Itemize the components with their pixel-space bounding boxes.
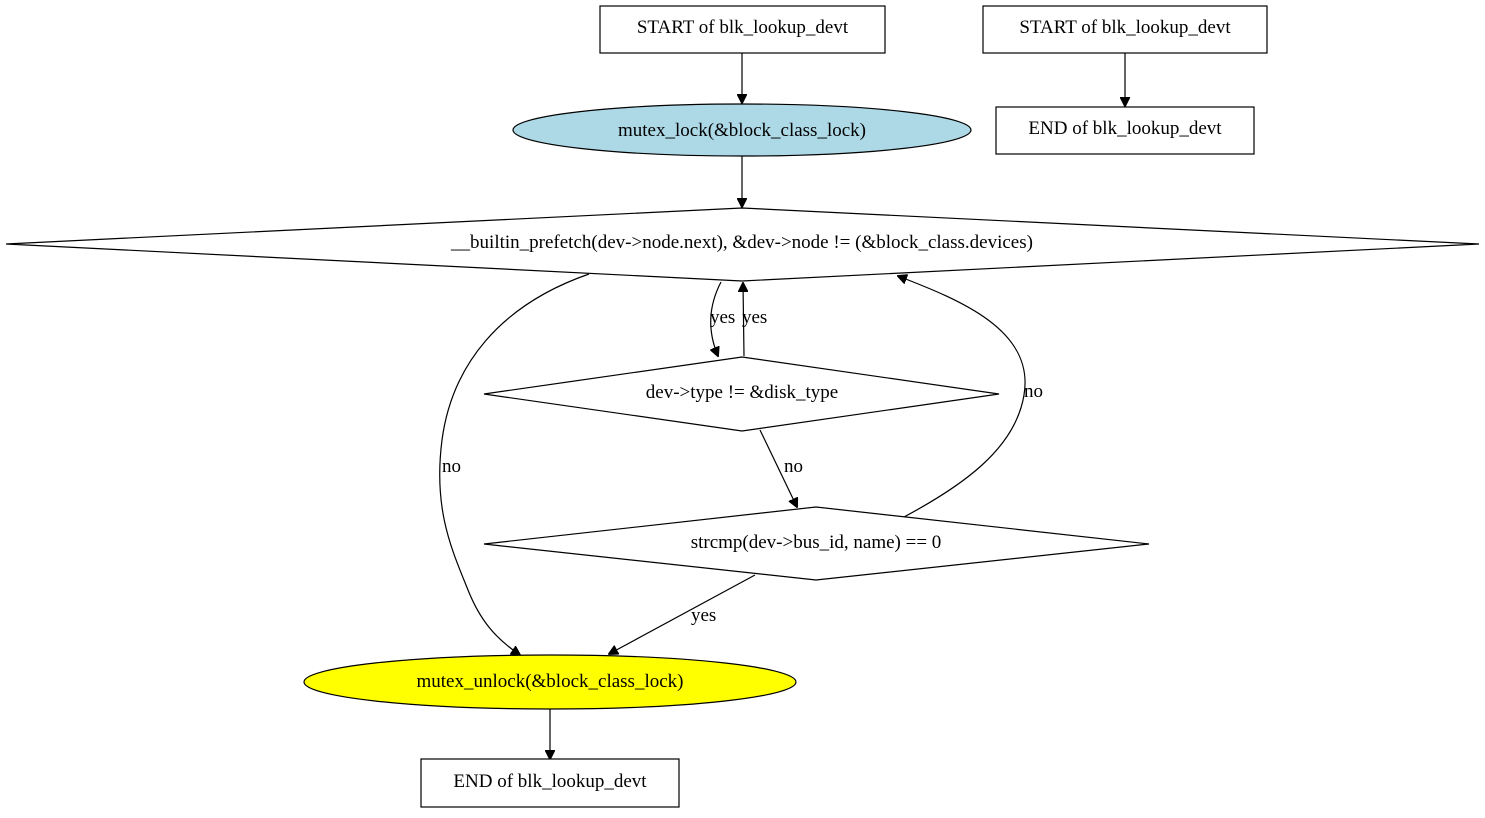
- edges: [439, 53, 1125, 759]
- node-mutex-lock-label: mutex_lock(&block_class_lock): [618, 120, 866, 141]
- edge-type-to-loop-yes: [743, 283, 744, 357]
- edge-type-to-strcmp-no: [759, 429, 797, 507]
- node-end-alt-label: END of blk_lookup_devt: [1028, 118, 1222, 139]
- edge-label-loop-no: no: [442, 456, 461, 477]
- node-mutex-unlock: mutex_unlock(&block_class_lock): [303, 654, 797, 710]
- node-type-check: dev->type != &disk_type: [483, 356, 1000, 432]
- node-loop-condition-label: __builtin_prefetch(dev->node.next), &dev…: [450, 232, 1033, 253]
- node-end-main: END of blk_lookup_devt: [420, 758, 680, 808]
- node-start-alt-label: START of blk_lookup_devt: [1019, 17, 1231, 38]
- edge-strcmp-to-loop-no: [898, 276, 1026, 518]
- edge-loop-to-unlock-no: [439, 273, 590, 655]
- node-start-main-label: START of blk_lookup_devt: [637, 17, 849, 38]
- edge-label-type-yes: yes: [742, 307, 767, 328]
- node-end-main-label: END of blk_lookup_devt: [453, 771, 647, 792]
- edge-label-type-no: no: [784, 456, 803, 477]
- edge-strcmp-to-unlock-yes: [609, 574, 756, 654]
- edge-labels: yes yes no no no yes: [442, 307, 1043, 626]
- node-start-alt: START of blk_lookup_devt: [982, 5, 1268, 54]
- edge-loop-to-type-yes: [711, 281, 722, 356]
- edge-label-loop-yes: yes: [710, 307, 735, 328]
- node-end-alt: END of blk_lookup_devt: [995, 106, 1255, 155]
- node-type-check-label: dev->type != &disk_type: [646, 382, 838, 403]
- node-loop-condition: __builtin_prefetch(dev->node.next), &dev…: [5, 207, 1480, 282]
- node-strcmp-check: strcmp(dev->bus_id, name) == 0: [483, 506, 1150, 581]
- edge-label-strcmp-yes: yes: [691, 605, 716, 626]
- node-strcmp-check-label: strcmp(dev->bus_id, name) == 0: [691, 532, 942, 553]
- node-mutex-lock: mutex_lock(&block_class_lock): [512, 103, 972, 157]
- node-mutex-unlock-label: mutex_unlock(&block_class_lock): [417, 671, 684, 692]
- node-start-main: START of blk_lookup_devt: [599, 5, 886, 54]
- edge-label-strcmp-no: no: [1024, 381, 1043, 402]
